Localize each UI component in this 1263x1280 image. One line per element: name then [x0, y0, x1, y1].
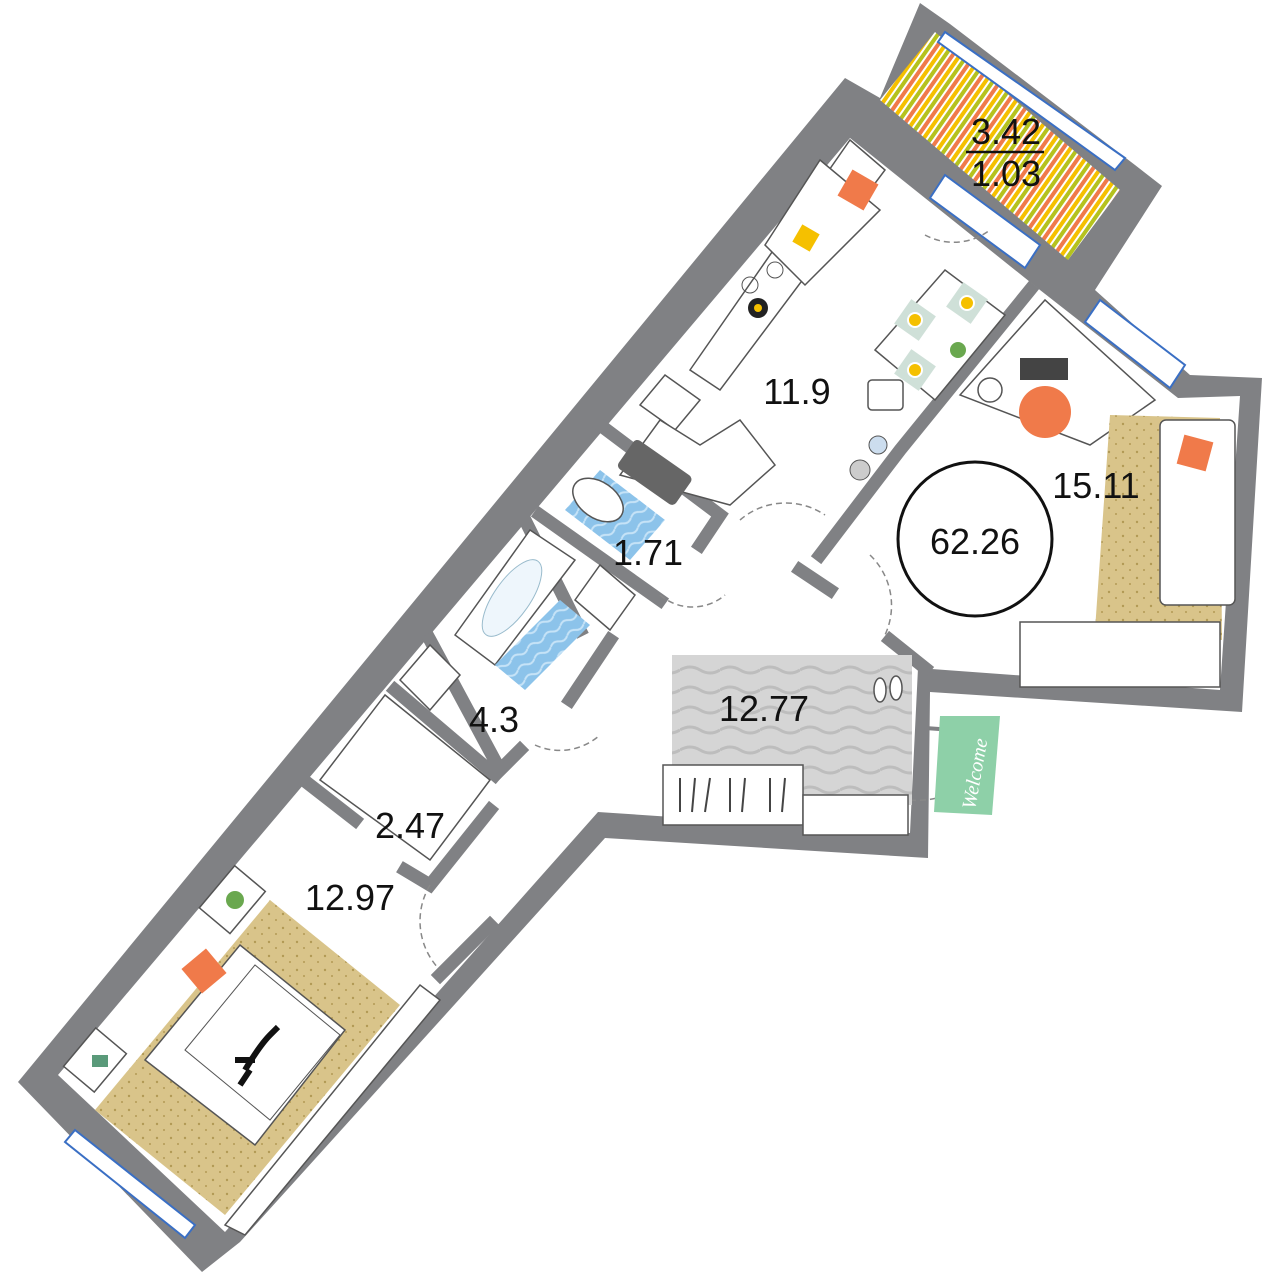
- towel-rack: [398, 643, 462, 712]
- coat-rack: [662, 764, 804, 826]
- total-area-label: 62.26: [930, 521, 1020, 562]
- wc-area-label: 1.71: [613, 532, 683, 573]
- bedroom-left-area-label: 12.97: [305, 877, 395, 918]
- balcony-area-label: 3.42: [971, 111, 1041, 152]
- entrance-door-swing[interactable]: [909, 739, 996, 802]
- bathroom-area-label: 4.3: [469, 699, 519, 740]
- bed-right: [1159, 419, 1236, 606]
- wardrobe-right: [1019, 621, 1221, 688]
- kitchen-door-swing[interactable]: [739, 502, 826, 521]
- welcome-doormat: Welcome: [934, 716, 1000, 815]
- cushion-icon: [792, 224, 820, 252]
- cat-icon: [235, 1024, 281, 1087]
- dining-table: [873, 268, 1007, 402]
- bowl-icon: [849, 459, 871, 481]
- wc-door-swing[interactable]: [659, 594, 726, 608]
- shoe-rack: [802, 794, 909, 836]
- plant-icon: [226, 891, 244, 909]
- toilet-icon: [572, 477, 624, 523]
- bedroom-right-area-label: 15.11: [1052, 465, 1139, 506]
- hangers-icon: [679, 777, 786, 813]
- bathroom-sink: [573, 563, 637, 632]
- bedroom-left-window[interactable]: [63, 1128, 197, 1240]
- desk-chair: [1019, 386, 1071, 438]
- speaker-icon: [977, 377, 1003, 403]
- bedroom-right-door-swing[interactable]: [869, 554, 893, 636]
- book-icon: [92, 1055, 108, 1067]
- chair: [867, 379, 904, 411]
- bedroom-left-door-swing[interactable]: [419, 884, 441, 971]
- balcony-reduced-area-label: 1.03: [971, 153, 1041, 194]
- bathtub-basin: [481, 559, 543, 637]
- kitchen-balcony-door[interactable]: [928, 173, 1042, 270]
- bathroom-door-swing[interactable]: [534, 734, 601, 752]
- slippers-icon: [873, 675, 903, 703]
- plate-icon: [868, 435, 888, 455]
- wardrobe-shelves: [318, 693, 492, 862]
- balcony-floor: [880, 32, 1120, 260]
- total-area-circle: [896, 460, 1054, 618]
- apartment-interior: [58, 138, 1240, 1232]
- pillow-icon: [1176, 434, 1214, 472]
- bath-mat: [495, 600, 590, 690]
- pillow-icon: [181, 948, 227, 994]
- wardrobe-left: [223, 983, 442, 1236]
- washer-icon: [617, 439, 692, 505]
- stove-icon: [741, 261, 784, 318]
- cushion-icon: [837, 169, 879, 211]
- balcony-window[interactable]: [936, 30, 1127, 172]
- keyboard-icon: [1020, 358, 1068, 380]
- bedroom-right-window[interactable]: [1083, 298, 1187, 390]
- kitchen-area-label: 11.9: [763, 371, 830, 412]
- wardrobe-area-label: 2.47: [375, 805, 445, 846]
- balcony-door-swing[interactable]: [924, 229, 991, 244]
- hall-area-label: 12.77: [719, 688, 809, 729]
